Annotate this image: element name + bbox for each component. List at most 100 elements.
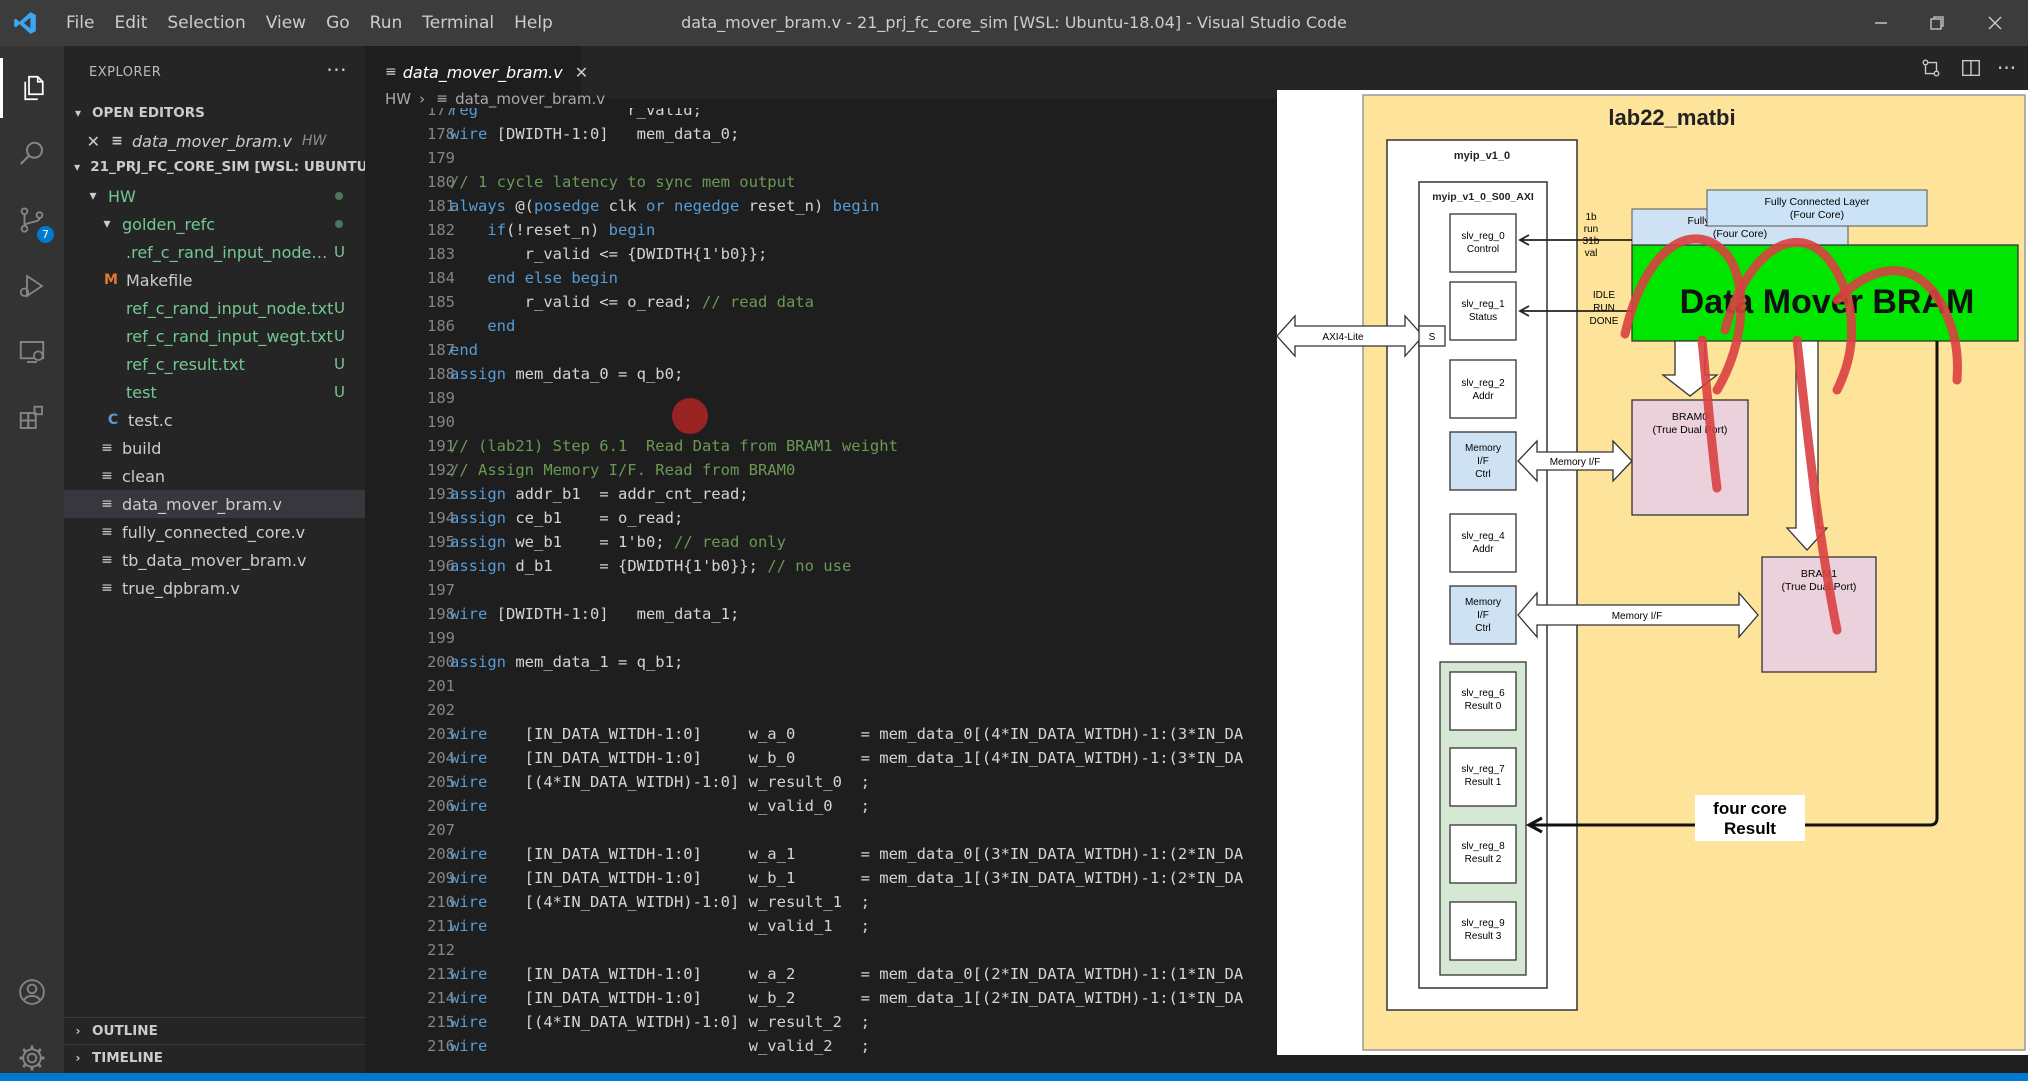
close-editor-icon[interactable]: ✕ — [86, 131, 100, 151]
menu-view[interactable]: View — [265, 13, 307, 33]
tree-folder-hw[interactable]: ▾ HW — [64, 182, 365, 210]
tree-file-result[interactable]: ref_c_result.txt U — [64, 350, 365, 378]
search-icon[interactable] — [0, 124, 64, 184]
tree-file-input-wegt[interactable]: ref_c_rand_input_wegt.txt U — [64, 322, 365, 350]
open-changes-icon[interactable] — [1920, 54, 1942, 82]
code-line[interactable]: 197 — [365, 578, 1365, 602]
restore-button[interactable] — [1908, 0, 1966, 46]
line-number: 177 — [427, 108, 455, 119]
code-line[interactable]: 199 — [365, 626, 1365, 650]
code-line[interactable]: 212 — [365, 938, 1365, 962]
more-actions-icon[interactable]: ··· — [1997, 56, 2017, 80]
tree-folder-golden-refc[interactable]: ▾ golden_refc — [64, 210, 365, 238]
menu-edit[interactable]: Edit — [114, 13, 148, 33]
tree-file-tb-data-mover-bram[interactable]: ≡ tb_data_mover_bram.v — [64, 546, 365, 574]
line-number: 212 — [427, 941, 455, 959]
tree-file-test-c[interactable]: C test.c — [64, 406, 365, 434]
editor-tab-data-mover-bram[interactable]: ≡ data_mover_bram.v ✕ — [365, 46, 588, 98]
reg-label: slv_reg_1 — [1461, 299, 1505, 310]
fc-layer-block — [1706, 189, 1928, 227]
reg-label: Memory — [1465, 597, 1501, 608]
account-icon[interactable] — [0, 962, 64, 1022]
code-line[interactable]: 179 — [365, 146, 1365, 170]
more-actions-icon[interactable]: ··· — [326, 58, 347, 82]
outline-section[interactable]: › OUTLINE — [64, 1017, 365, 1043]
chevron-down-icon: ▾ — [74, 160, 81, 174]
extensions-icon[interactable] — [0, 388, 64, 448]
menu-terminal[interactable]: Terminal — [422, 13, 495, 33]
menu-run[interactable]: Run — [369, 13, 403, 33]
breadcrumb-folder[interactable]: HW — [385, 90, 412, 108]
menu-help[interactable]: Help — [514, 13, 553, 33]
code-line[interactable]: 182 if(!reset_n) begin — [365, 218, 1365, 242]
open-editors-section[interactable]: ▾ OPEN EDITORS — [64, 100, 365, 126]
source-control-icon[interactable]: 7 — [0, 190, 64, 250]
timeline-section[interactable]: › TIMELINE — [64, 1044, 365, 1070]
close-window-button[interactable] — [1966, 0, 2024, 46]
breadcrumb-file[interactable]: data_mover_bram.v — [455, 90, 606, 108]
workspace-label: 21_PRJ_FC_CORE_SIM [WSL: UBUNTU-1... — [90, 159, 365, 175]
code-line[interactable]: 189 — [365, 386, 1365, 410]
tree-file-ref-c-hidden[interactable]: .ref_c_rand_input_node.txt.... U — [64, 238, 365, 266]
tree-file-data-mover-bram[interactable]: ≡ data_mover_bram.v — [64, 490, 365, 518]
tree-file-clean[interactable]: ≡ clean — [64, 462, 365, 490]
code-line[interactable]: 184 end else begin — [365, 266, 1365, 290]
split-editor-icon[interactable] — [1960, 54, 1982, 82]
minimize-button[interactable] — [1852, 0, 1910, 46]
code-line[interactable]: 192// Assign Memory I/F. Read from BRAM0 — [365, 458, 1365, 482]
code-line[interactable]: 190 — [365, 410, 1365, 434]
code-line[interactable]: 207 — [365, 818, 1365, 842]
workspace-section[interactable]: ▾ 21_PRJ_FC_CORE_SIM [WSL: UBUNTU-1... — [64, 154, 365, 180]
explorer-icon[interactable] — [0, 58, 64, 118]
code-line[interactable]: 202 — [365, 698, 1365, 722]
code-text: wire [(4*IN_DATA_WITDH)-1:0] w_result_1 … — [450, 893, 870, 911]
tree-file-input-node[interactable]: ref_c_rand_input_node.txt U — [64, 294, 365, 322]
code-text: end — [487, 317, 516, 335]
run-debug-icon[interactable] — [0, 256, 64, 316]
remote-explorer-icon[interactable] — [0, 322, 64, 382]
tree-file-true-dpbram[interactable]: ≡ true_dpbram.v — [64, 574, 365, 602]
tree-file-test[interactable]: test U — [64, 378, 365, 406]
menu-file[interactable]: File — [66, 13, 95, 33]
code-text: r_valid <= {DWIDTH{1'b0}}; — [450, 245, 768, 263]
menu-go[interactable]: Go — [326, 13, 350, 33]
tree-file-makefile[interactable]: M Makefile — [64, 266, 365, 294]
close-tab-icon[interactable]: ✕ — [574, 62, 589, 82]
code-line[interactable]: 180// 1 cycle latency to sync mem output — [365, 170, 1365, 194]
menu-selection[interactable]: Selection — [167, 13, 246, 33]
code-line[interactable]: 183 r_valid <= {DWIDTH{1'b0}}; — [365, 242, 1365, 266]
code-line[interactable]: 186 end — [365, 314, 1365, 338]
code-line[interactable]: 185 r_valid <= o_read; // read data — [365, 290, 1365, 314]
code-line[interactable]: 191// (lab21) Step 6.1 Read Data from BR… — [365, 434, 1365, 458]
settings-gear-icon[interactable] — [0, 1028, 64, 1081]
line-number: 214 — [427, 989, 455, 1007]
tree-file-build[interactable]: ≡ build — [64, 434, 365, 462]
open-editor-item[interactable]: ✕ ≡ data_mover_bram.v HW — [64, 127, 365, 155]
tree-file-fully-connected-core[interactable]: ≡ fully_connected_core.v — [64, 518, 365, 546]
code-line[interactable]: 201 — [365, 674, 1365, 698]
